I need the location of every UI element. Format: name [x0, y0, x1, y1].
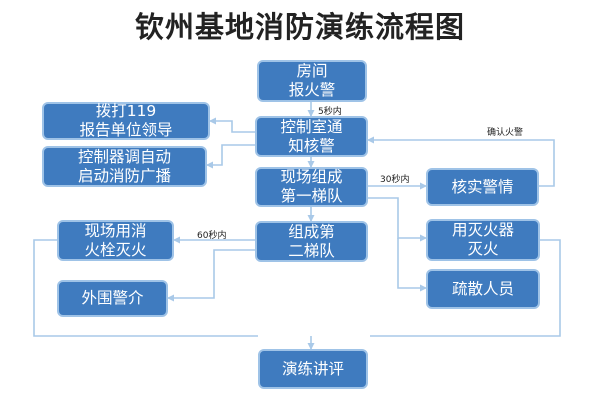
node-line: 现场组成: [280, 168, 343, 186]
node-line: 疏散人员: [451, 279, 514, 298]
node-line: 第一梯队: [280, 187, 343, 205]
node-line: 拨打119: [95, 102, 157, 120]
node-line: 启动消防广播: [77, 166, 171, 185]
node-extinguisher: 用灭火器 灭火: [426, 219, 540, 261]
node-line: 二梯队: [288, 241, 335, 260]
node-dial-119: 拨打119 报告单位领导: [42, 102, 210, 140]
edge-left-bus: [33, 239, 258, 337]
label-confirm-alarm: 确认火警: [487, 128, 524, 138]
edge-notify-broadcast: [206, 144, 257, 169]
diagram-title: 钦州基地消防演练流程图: [134, 10, 465, 44]
node-line: 报告单位领导: [79, 121, 173, 139]
node-review: 演练讲评: [258, 349, 368, 389]
edge-team1-evacuate: [397, 238, 427, 292]
node-line: 外围警介: [81, 289, 144, 307]
node-line: 火栓灭火: [84, 240, 147, 259]
node-evacuate: 疏散人员: [426, 269, 540, 309]
node-line: 知核警: [288, 136, 335, 155]
label-5s: 5秒内: [318, 107, 342, 117]
node-hydrant: 现场用消 火栓灭火: [57, 220, 174, 261]
node-line: 控制室通: [280, 117, 343, 136]
node-line: 房间: [296, 62, 328, 80]
node-line: 报火警: [288, 81, 336, 99]
edge-verify-notify: [367, 136, 555, 187]
label-30s: 30秒内: [380, 175, 410, 185]
node-line: 用灭火器: [451, 221, 514, 239]
node-team1: 现场组成 第一梯队: [255, 167, 368, 207]
node-notify: 控制室通 知核警: [255, 116, 368, 157]
label-60s: 60秒内: [197, 231, 227, 241]
node-verify: 核实警情: [426, 168, 539, 206]
node-line: 灭火: [467, 240, 499, 258]
edge-team1-extinguisher: [367, 197, 427, 242]
edge-notify-dial: [209, 117, 257, 133]
node-line: 演练讲评: [281, 359, 344, 378]
edge-team2-outer: [167, 249, 256, 302]
node-line: 组成第: [288, 222, 335, 241]
node-line: 核实警情: [451, 177, 514, 196]
node-team2: 组成第 二梯队: [255, 221, 368, 262]
node-outer: 外围警介: [57, 280, 168, 317]
node-fire-alarm: 房间 报火警: [257, 60, 367, 102]
node-line: 控制器调自动: [77, 147, 171, 166]
edge-right-bus: [370, 239, 561, 337]
node-auto-broadcast: 控制器调自动 启动消防广播: [42, 146, 207, 187]
node-line: 现场用消: [84, 221, 147, 240]
